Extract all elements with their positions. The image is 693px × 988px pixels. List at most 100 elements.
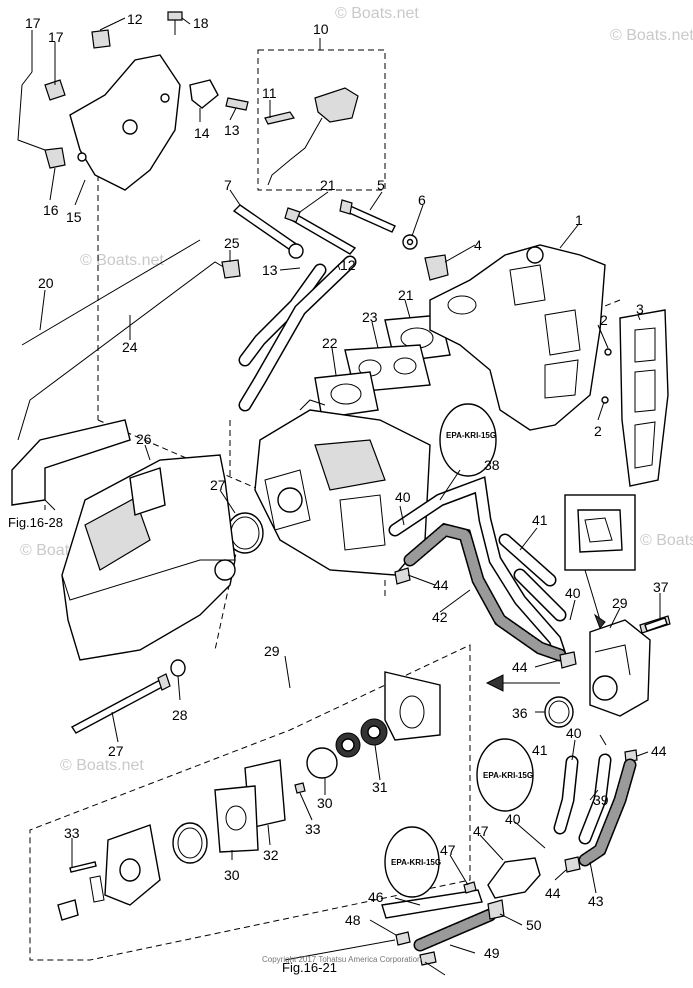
copyright-text: Copyright 2017 Tohatsu America Corporati… [262, 955, 422, 964]
callout-label: 44 [545, 885, 561, 901]
callout-label: 32 [263, 847, 279, 863]
callout-label: 21 [398, 287, 414, 303]
callout-label: 26 [136, 431, 152, 447]
callout-label: 12 [340, 257, 356, 273]
callout-label: 40 [566, 725, 582, 741]
callout-label: 24 [122, 339, 138, 355]
callout-label: 40 [565, 585, 581, 601]
bolt-37 [644, 617, 668, 632]
callout-label: 29 [612, 595, 628, 611]
carburetor [254, 399, 431, 576]
callout-label: 13 [224, 122, 240, 138]
clamp-4 [424, 254, 449, 281]
watermark: © Boats.net [335, 5, 419, 22]
callout-label: 20 [38, 275, 54, 291]
callout-label: 50 [526, 917, 542, 933]
callout-label: 33 [64, 825, 80, 841]
epa-stamp-label: EPA-KRI-15G [483, 771, 533, 780]
callout-label: 29 [264, 643, 280, 659]
epa-stamp-label: EPA-KRI-15G [391, 858, 441, 867]
callout-label: 44 [433, 577, 449, 593]
o-ring-26 [226, 512, 264, 554]
callout-label: 44 [512, 659, 528, 675]
callout-label: 11 [262, 85, 277, 101]
figure-ref-top: Fig.16-28 [8, 515, 63, 530]
fuel-filter [381, 857, 541, 966]
hose-clips [394, 567, 638, 873]
callout-label: 13 [262, 262, 278, 278]
watermark: © Boats.net [640, 532, 693, 549]
callout-label: 1 [575, 212, 583, 228]
pump-exploded [57, 671, 441, 921]
o-ring-36 [544, 696, 574, 728]
bolt-27-washer-28 [70, 659, 186, 734]
callout-label: 27 [108, 743, 124, 759]
callout-label: 47 [440, 842, 456, 858]
callout-label: 39 [593, 792, 609, 808]
callout-label: 47 [473, 823, 489, 839]
callout-label: 30 [317, 795, 333, 811]
callout-label: 37 [653, 579, 669, 595]
cables [17, 239, 241, 441]
intake-manifold [429, 244, 612, 431]
callout-label: 43 [588, 893, 604, 909]
callout-label: 18 [193, 15, 209, 31]
duct-fig16-28 [11, 419, 131, 510]
callout-label: 38 [484, 457, 500, 473]
fuel-pump [589, 615, 671, 717]
callout-label: 14 [194, 125, 210, 141]
epa-stamp-label: EPA-KRI-15G [446, 431, 496, 440]
callout-label: 22 [322, 335, 338, 351]
callout-label: 17 [48, 29, 64, 45]
fuel-hoses-lower [553, 753, 637, 867]
callout-label: 48 [345, 912, 361, 928]
manifold-gasket [619, 309, 669, 487]
callout-label: 25 [224, 235, 240, 251]
callout-label: 2 [600, 312, 608, 328]
watermark: © Boats.net [60, 757, 144, 774]
callout-label: 5 [377, 177, 385, 193]
callout-label: 33 [305, 821, 321, 837]
callout-label: 42 [432, 609, 448, 625]
direction-arrow [485, 674, 560, 692]
callout-label: 10 [313, 21, 329, 37]
watermark: © Boats.net [80, 252, 164, 269]
callout-label: 44 [651, 743, 667, 759]
fuel-hoses [388, 476, 567, 662]
callout-label: 4 [474, 237, 482, 253]
callout-label: 23 [362, 309, 378, 325]
watermark-layer: © Boats.net © Boats.net © Boats.net © Bo… [20, 5, 693, 774]
screws-upper [232, 199, 418, 259]
hoses-upper [238, 255, 357, 412]
detail-inset [564, 494, 636, 629]
callout-label: 17 [25, 15, 41, 31]
callout-label: 2 [594, 423, 602, 439]
callout-label: 40 [395, 489, 411, 505]
callout-label: 36 [512, 705, 528, 721]
callout-label: 41 [532, 512, 548, 528]
callout-label: 40 [505, 811, 521, 827]
callout-label: 7 [224, 177, 232, 193]
callout-label: 30 [224, 867, 240, 883]
bracket-parts [17, 11, 249, 191]
callout-label: 15 [66, 209, 82, 225]
epa-stamp: EPA-KRI-15G [439, 403, 497, 477]
callout-label: 31 [372, 779, 388, 795]
callout-label: 46 [368, 889, 384, 905]
callout-label: 3 [636, 301, 644, 317]
epa-stamp: EPA-KRI-15G [384, 826, 441, 898]
throttle-link-assembly [264, 87, 359, 186]
callout-label: 49 [484, 945, 500, 961]
callout-label: 12 [127, 11, 143, 27]
callout-label: 21 [320, 177, 336, 193]
callout-label: 16 [43, 202, 59, 218]
callout-label: 27 [210, 477, 226, 493]
watermark: © Boats.net [610, 27, 693, 44]
leader-lines [31, 17, 661, 976]
intake-silencer [61, 454, 236, 661]
epa-stamp: EPA-KRI-15G [476, 738, 534, 812]
callout-label: 28 [172, 707, 188, 723]
figure-ref-bottom: Fig.16-21 [282, 960, 337, 975]
